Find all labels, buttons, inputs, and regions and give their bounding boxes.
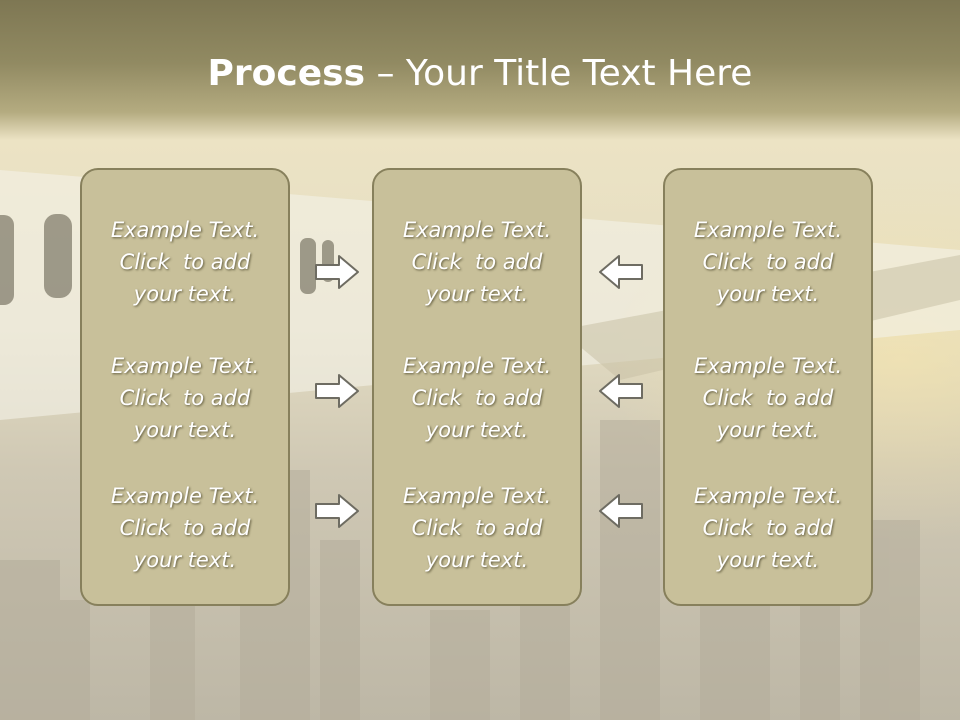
arrow-right-icon bbox=[315, 494, 359, 528]
text-line: your text. bbox=[716, 418, 820, 442]
arrow-left-icon bbox=[599, 494, 643, 528]
text-placeholder[interactable]: Example Text. Click to add your text. bbox=[374, 350, 580, 446]
text-line: Click to add bbox=[411, 516, 543, 540]
text-line: your text. bbox=[716, 282, 820, 306]
text-line: Click to add bbox=[119, 516, 251, 540]
text-line: your text. bbox=[716, 548, 820, 572]
text-line: Example Text. bbox=[693, 218, 843, 242]
text-placeholder[interactable]: Example Text. Click to add your text. bbox=[374, 480, 580, 576]
text-placeholder[interactable]: Example Text. Click to add your text. bbox=[82, 214, 288, 310]
title-rest: – Your Title Text Here bbox=[365, 53, 753, 94]
text-line: Example Text. bbox=[693, 354, 843, 378]
text-placeholder[interactable]: Example Text. Click to add your text. bbox=[374, 214, 580, 310]
page-title[interactable]: Process – Your Title Text Here bbox=[0, 52, 960, 96]
text-line: Click to add bbox=[702, 516, 834, 540]
text-line: your text. bbox=[133, 548, 237, 572]
title-band bbox=[0, 0, 960, 140]
text-placeholder[interactable]: Example Text. Click to add your text. bbox=[82, 480, 288, 576]
text-line: Example Text. bbox=[110, 218, 260, 242]
text-line: Example Text. bbox=[693, 484, 843, 508]
text-line: Example Text. bbox=[402, 484, 552, 508]
text-line: Click to add bbox=[702, 250, 834, 274]
title-bold: Process bbox=[207, 53, 366, 94]
text-line: Example Text. bbox=[402, 354, 552, 378]
arrow-left-icon bbox=[599, 255, 643, 289]
arrow-right-icon bbox=[315, 255, 359, 289]
text-line: Click to add bbox=[702, 386, 834, 410]
text-placeholder[interactable]: Example Text. Click to add your text. bbox=[665, 350, 871, 446]
text-line: your text. bbox=[133, 418, 237, 442]
process-box-right[interactable]: Example Text. Click to add your text. Ex… bbox=[663, 168, 873, 606]
text-line: Example Text. bbox=[110, 484, 260, 508]
text-placeholder[interactable]: Example Text. Click to add your text. bbox=[665, 214, 871, 310]
process-box-left[interactable]: Example Text. Click to add your text. Ex… bbox=[80, 168, 290, 606]
arrow-left-icon bbox=[599, 374, 643, 408]
text-line: your text. bbox=[425, 418, 529, 442]
text-placeholder[interactable]: Example Text. Click to add your text. bbox=[665, 480, 871, 576]
text-line: Example Text. bbox=[110, 354, 260, 378]
text-line: Click to add bbox=[411, 250, 543, 274]
text-line: your text. bbox=[133, 282, 237, 306]
process-box-center[interactable]: Example Text. Click to add your text. Ex… bbox=[372, 168, 582, 606]
arrow-right-icon bbox=[315, 374, 359, 408]
text-line: your text. bbox=[425, 548, 529, 572]
text-line: your text. bbox=[425, 282, 529, 306]
text-line: Click to add bbox=[411, 386, 543, 410]
text-line: Example Text. bbox=[402, 218, 552, 242]
text-placeholder[interactable]: Example Text. Click to add your text. bbox=[82, 350, 288, 446]
text-line: Click to add bbox=[119, 250, 251, 274]
text-line: Click to add bbox=[119, 386, 251, 410]
